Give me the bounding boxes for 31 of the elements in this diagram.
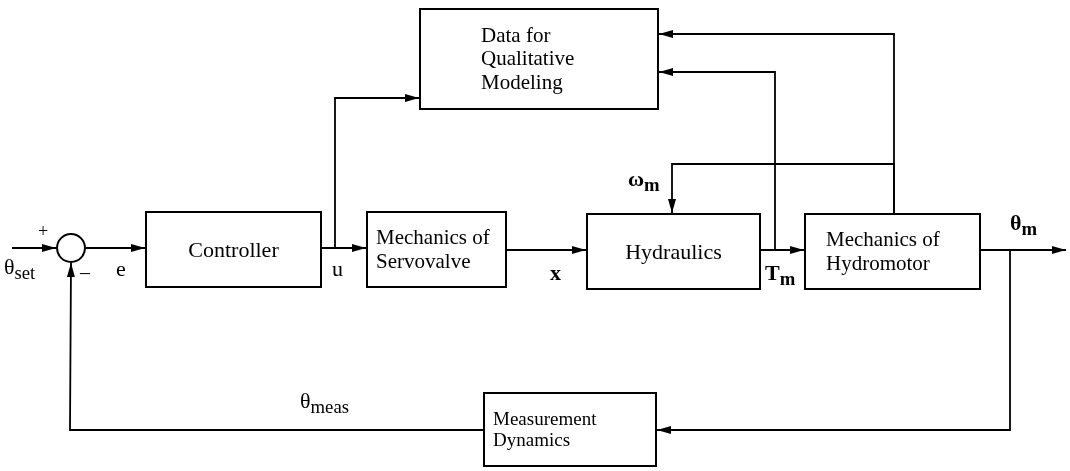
arrow: [66, 262, 484, 431]
block-box: [419, 8, 659, 110]
block-label: Mechanics of Hydromotor: [826, 228, 941, 275]
arrow: [11, 244, 57, 252]
arrow: [656, 249, 1011, 434]
signal-label: –: [80, 262, 90, 282]
block-box: [366, 211, 507, 288]
block-box: [586, 213, 761, 290]
signal-label: u: [332, 258, 343, 280]
block-label: Data for Qualitative Modeling: [481, 24, 576, 94]
signal-label: T$_{m}$: [765, 262, 796, 284]
signal-label: e: [116, 258, 126, 280]
block-label: Measurement Dynamics: [493, 408, 598, 451]
arrow: [668, 163, 895, 214]
signal-label: x: [550, 262, 561, 284]
signal-label: θ$_{set}$: [4, 256, 36, 278]
arrow: [85, 244, 146, 252]
signal-label: ω$_{m}$: [628, 168, 660, 190]
arrow: [506, 246, 587, 254]
arrow: [321, 94, 420, 249]
signal-label: θ$_{meas}$: [300, 390, 349, 412]
arrow: [658, 68, 776, 251]
block-label: Mechanics of Servovalve: [376, 226, 491, 273]
summing-junction: [56, 233, 86, 263]
block-box: [804, 213, 981, 290]
signal-label: +: [38, 222, 49, 240]
block-box: [483, 392, 657, 467]
signal-label: θ$_{m}$: [1010, 212, 1038, 234]
block-label: Hydraulics: [625, 238, 722, 266]
block-box: [145, 211, 322, 288]
block-label: Controller: [188, 236, 279, 264]
